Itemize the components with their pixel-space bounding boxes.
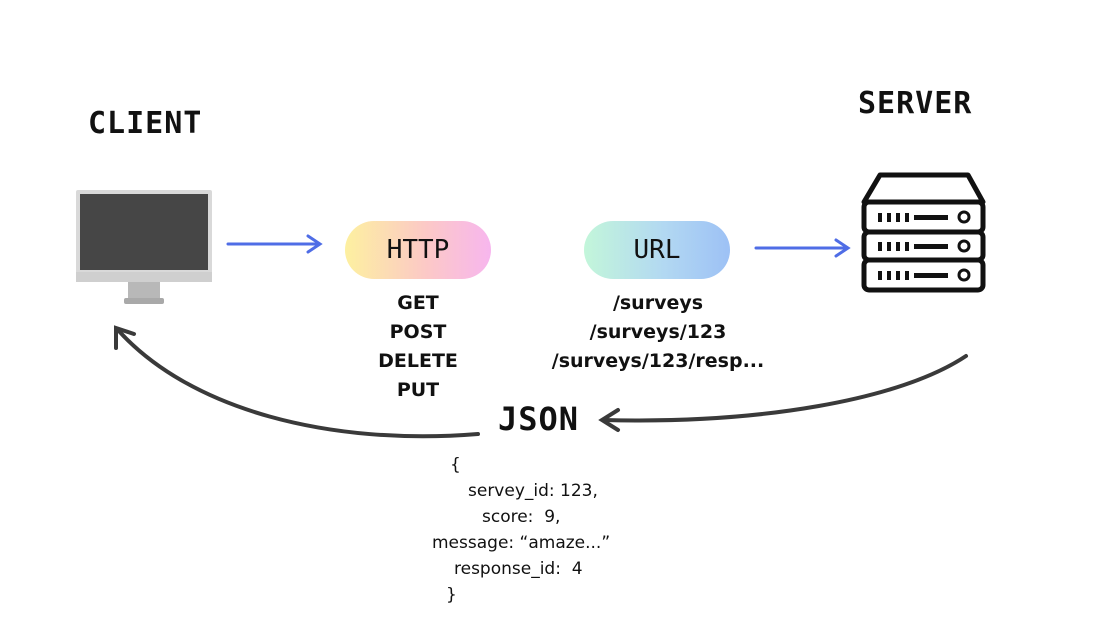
server-rack-icon (861, 172, 986, 293)
http-label: HTTP (386, 235, 450, 265)
url-path: /surveys (612, 292, 704, 314)
http-method: PUT (396, 379, 440, 401)
http-pill: HTTP (345, 221, 491, 279)
url-paths-list: /surveys /surveys/123 /surveys/123/resp.… (540, 289, 776, 376)
request-arrow-left (226, 234, 323, 254)
http-method: GET (397, 292, 439, 314)
url-pill: URL (584, 221, 730, 279)
response-curve-client (114, 325, 480, 439)
url-path: /surveys/123/resp... (551, 350, 765, 372)
response-curve-server (598, 354, 968, 432)
json-line: } (446, 585, 457, 605)
json-line: score: 9, (482, 507, 561, 527)
http-method: POST (389, 321, 447, 343)
http-method: DELETE (378, 350, 458, 372)
json-body: { servey_id: 123, score: 9, message: “am… (400, 452, 660, 608)
json-line: message: “amaze...” (432, 533, 611, 553)
http-methods-list: GET POST DELETE PUT (340, 289, 496, 405)
url-path: /surveys/123 (589, 321, 727, 343)
monitor-icon (76, 190, 212, 304)
request-arrow-right (754, 238, 851, 258)
json-line: { (450, 455, 461, 475)
client-label: CLIENT (88, 106, 203, 141)
json-line: response_id: 4 (454, 559, 583, 579)
server-label: SERVER (858, 86, 973, 121)
json-line: servey_id: 123, (468, 481, 598, 501)
json-label: JSON (498, 400, 580, 438)
url-label: URL (633, 235, 681, 265)
